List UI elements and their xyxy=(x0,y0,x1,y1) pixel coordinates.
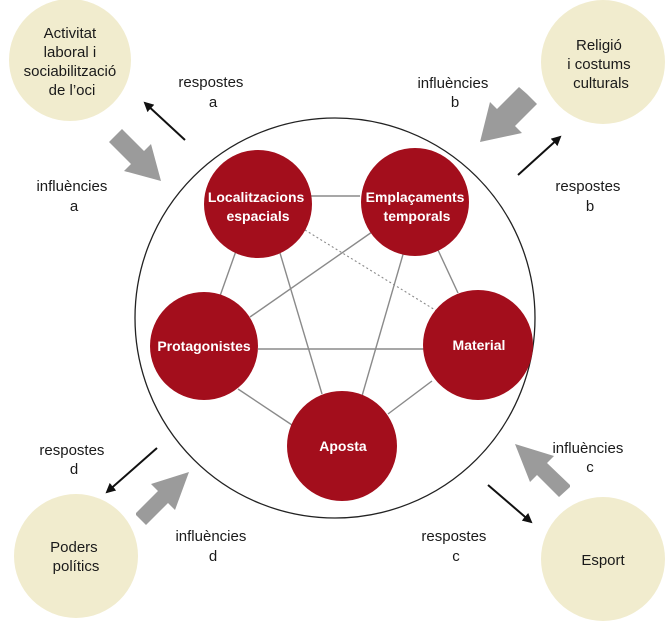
influencies-c-arrow xyxy=(515,444,570,497)
influencies-a-arrow xyxy=(109,129,161,181)
edge-material-aposta xyxy=(387,380,433,415)
influencies-d-arrow xyxy=(136,472,189,525)
svg-text:Esport: Esport xyxy=(581,552,625,569)
svg-text:Aposta: Aposta xyxy=(319,438,367,454)
svg-text:Emplaçaments temporals: Emplaçaments temporals xyxy=(366,189,469,224)
edge-localitzacions-aposta xyxy=(279,252,323,395)
node-protagonistes: Protagonistes xyxy=(150,292,258,400)
respostes-d-label: respostes d xyxy=(39,442,108,478)
influence-arrows xyxy=(109,87,570,525)
respostes-c-arrow xyxy=(487,484,533,524)
node-material: Material xyxy=(423,290,533,400)
respostes-b-label: respostes b xyxy=(555,178,624,215)
edge-emplacaments-material xyxy=(437,249,459,294)
influencies-b-arrow xyxy=(480,87,537,142)
edge-emplacaments-aposta xyxy=(361,250,405,397)
node-activitat: Activitat laboral i sociabilització de l… xyxy=(9,0,131,121)
influencies-d-label: influències d xyxy=(175,528,250,565)
respostes-b-arrow xyxy=(517,135,562,176)
svg-text:Localitzacions espacials: Localitzacions espacials xyxy=(208,189,308,224)
svg-text:Religió i costums: Religió i costums culturals xyxy=(567,37,635,92)
edge-protagonistes-aposta xyxy=(237,388,293,426)
node-connections xyxy=(219,195,459,426)
influencies-a-label: influències a xyxy=(36,178,111,215)
respostes-a-arrow xyxy=(143,101,186,141)
respostes-a-label: respostes a xyxy=(178,74,247,111)
svg-text:Activitat laboral i: Activitat laboral i sociabilització de l… xyxy=(24,25,121,99)
svg-text:Material: Material xyxy=(453,337,506,353)
edge-localitzacions-material xyxy=(304,229,441,314)
svg-text:Protagonistes: Protagonistes xyxy=(157,338,251,354)
influencies-b-label: influències b xyxy=(417,75,492,111)
node-religio: Religió i costums culturals xyxy=(541,0,665,124)
edge-localitzacions-protagonistes xyxy=(219,250,237,297)
svg-text:Poders polítics: Poders polítics xyxy=(50,539,102,575)
respostes-c-label: respostes c xyxy=(421,528,490,565)
flow-labels: respostes a influències a influències b … xyxy=(36,74,627,565)
node-esport: Esport xyxy=(541,497,665,621)
edge-emplacaments-protagonistes xyxy=(249,231,373,318)
node-localitzacions: Localitzacions espacials xyxy=(204,150,312,258)
influencies-c-label: influències c xyxy=(552,440,627,476)
node-aposta: Aposta xyxy=(287,391,397,501)
node-poders: Poders polítics xyxy=(14,494,138,618)
node-emplacaments: Emplaçaments temporals xyxy=(361,148,469,256)
response-arrows xyxy=(105,101,562,524)
respostes-d-arrow xyxy=(105,447,158,494)
